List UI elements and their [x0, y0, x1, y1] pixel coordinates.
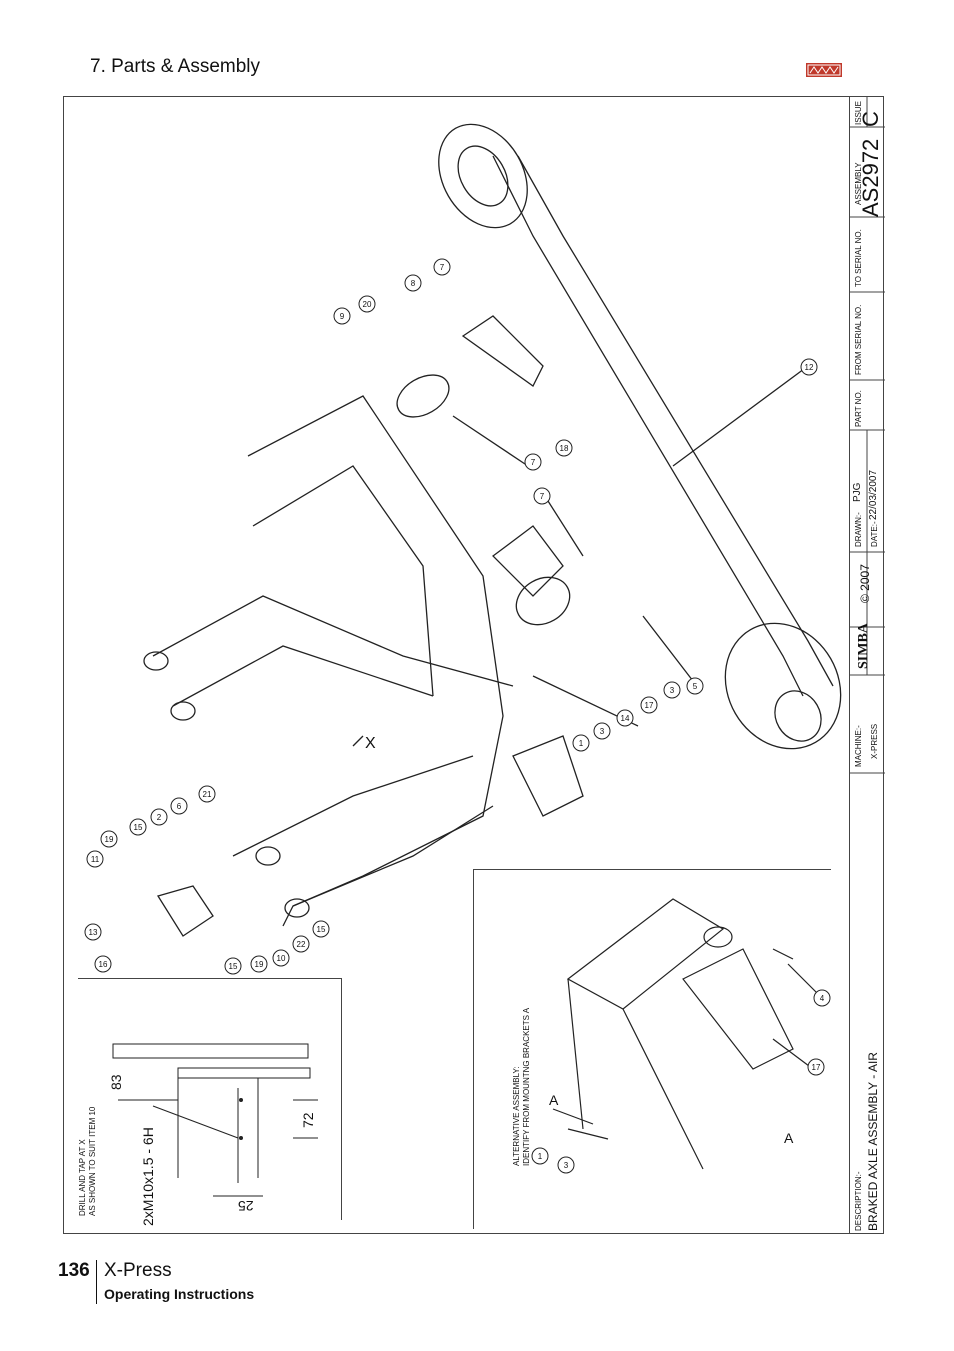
alt-note-1: ALTERNATIVE ASSEMBLY:: [512, 1066, 521, 1166]
svg-text:20: 20: [363, 300, 372, 309]
assembly-value: AS2972: [858, 138, 883, 217]
svg-text:1: 1: [579, 739, 584, 748]
title-block: ISSUE C ASSEMBLY AS2972 TO SERIAL NO. FR…: [849, 97, 885, 1234]
svg-text:7: 7: [440, 263, 445, 272]
dim-72: 72: [300, 1112, 316, 1128]
drill-note-1: DRILL AND TAP AT X: [78, 1139, 87, 1216]
drawn-value: PJG: [852, 482, 863, 502]
copyright: © 2007: [858, 564, 872, 603]
machine-label: MACHINE:-: [854, 725, 863, 767]
drill-detail-drawing: [112, 1043, 318, 1197]
alt-balloon-1: 1: [538, 1152, 543, 1161]
from-serial-label: FROM SERIAL NO.: [854, 304, 863, 375]
drill-note-2: AS SHOWN TO SUIT ITEM 10: [88, 1106, 97, 1216]
svg-text:6: 6: [177, 802, 182, 811]
date-value: 22/03/2007: [868, 469, 879, 520]
section-title: 7. Parts & Assembly: [90, 56, 261, 77]
alt-note-2: IDENTIFY FROM MOUNTNG BRACKETS A: [522, 1007, 531, 1166]
svg-text:5: 5: [693, 682, 698, 691]
description-value: BRAKED AXLE ASSEMBLY - AIR: [866, 1052, 880, 1231]
svg-text:3: 3: [670, 686, 675, 695]
alt-balloon-4: 4: [820, 994, 825, 1003]
svg-text:15: 15: [229, 962, 238, 971]
svg-text:21: 21: [203, 790, 212, 799]
svg-text:17: 17: [645, 701, 654, 710]
svg-text:9: 9: [340, 312, 345, 321]
issue-value: C: [858, 111, 883, 127]
svg-text:8: 8: [411, 279, 416, 288]
svg-text:18: 18: [560, 444, 569, 453]
svg-text:2: 2: [157, 813, 162, 822]
brand-logo-icon: [806, 60, 842, 80]
marker-x: X: [365, 735, 376, 752]
main-exploded-drawing: X 9 20 8 7 7 18 12 7 5 3 17 14 3 1 21 6 2 15 19 11…: [84, 123, 842, 975]
svg-text:19: 19: [105, 835, 114, 844]
machine-value: X-PRESS: [870, 723, 879, 759]
alt-balloon-3: 3: [564, 1161, 569, 1170]
svg-text:14: 14: [621, 714, 630, 723]
part-no-label: PART NO.: [854, 390, 863, 427]
alt-detail-box: [473, 869, 831, 1229]
brand-name: SIMBA: [856, 623, 871, 669]
to-serial-label: TO SERIAL NO.: [854, 229, 863, 287]
alt-detail-drawing: 1 3 4 17 A A: [531, 898, 831, 1174]
dim-25: 25: [238, 1198, 254, 1214]
svg-text:19: 19: [255, 960, 264, 969]
svg-text:7: 7: [540, 492, 545, 501]
drawn-label: DRAWN:-: [854, 512, 863, 547]
thread-spec: 2xM10x1.5 - 6H: [140, 1127, 156, 1226]
product-name: X-Press: [104, 1260, 172, 1281]
svg-text:10: 10: [277, 954, 286, 963]
drill-detail-box: [78, 978, 342, 1220]
svg-text:13: 13: [89, 928, 98, 937]
alt-marker-a2: A: [784, 1130, 794, 1146]
svg-text:15: 15: [317, 925, 326, 934]
drawing-frame: [63, 96, 884, 1234]
svg-text:3: 3: [600, 727, 605, 736]
svg-text:22: 22: [297, 940, 306, 949]
date-label: DATE:-: [870, 521, 879, 547]
page-number: 136: [58, 1260, 90, 1281]
alt-marker-a1: A: [549, 1092, 559, 1108]
alt-balloon-17: 17: [812, 1063, 821, 1072]
svg-text:16: 16: [99, 960, 108, 969]
dim-83: 83: [108, 1074, 124, 1090]
svg-text:11: 11: [91, 855, 100, 864]
svg-text:12: 12: [805, 363, 814, 372]
manual-subtitle: Operating Instructions: [104, 1286, 255, 1302]
description-label: DESCRIPTION:-: [854, 1171, 863, 1231]
svg-text:7: 7: [531, 458, 536, 467]
footer-divider: [96, 1260, 97, 1304]
svg-text:15: 15: [134, 823, 143, 832]
